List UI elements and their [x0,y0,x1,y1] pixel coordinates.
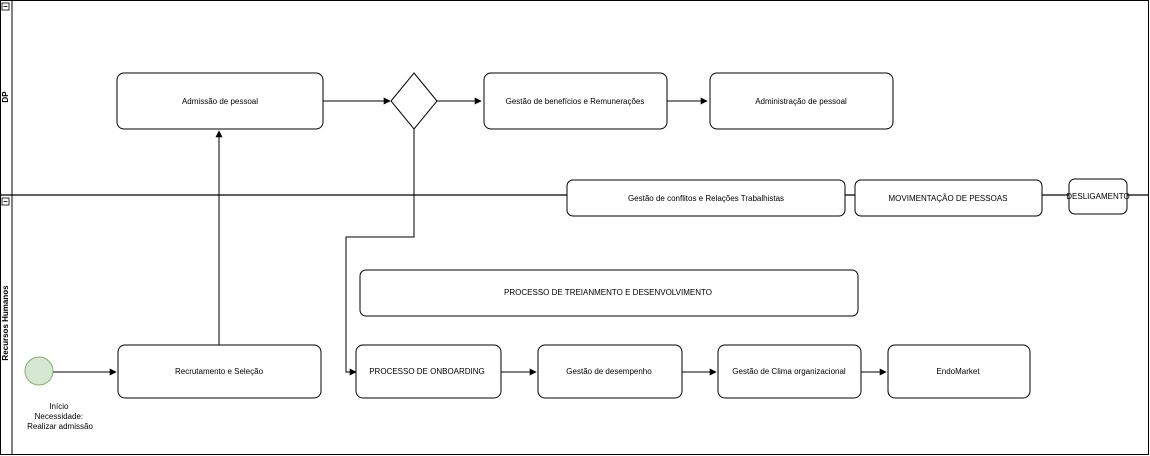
task-admissao-label: Admissão de pessoal [182,97,258,106]
gateway-exclusive[interactable] [390,72,438,130]
task-clima[interactable]: Gestão de Clima organizacional [717,344,862,399]
task-admissao[interactable]: Admissão de pessoal [116,72,324,130]
task-desempenho-label: Gestão de desempenho [566,367,652,376]
connectors [53,97,887,376]
task-clima-label: Gestão de Clima organizacional [732,367,846,376]
start-label-line: Início [49,402,69,411]
edge-gateway-onboarding [345,129,415,376]
task-desligamento-label: DESLIGAMENTO [1066,192,1129,201]
task-administracao-label: Administração de pessoal [755,97,847,106]
task-onboarding[interactable]: PROCESSO DE ONBOARDING [355,344,502,399]
lane-rh-label: Recursos Humanos [1,285,10,361]
task-beneficios-label: Gestão de benefícios e Remunerações [506,97,645,106]
task-movimentacao[interactable]: MOVIMENTAÇÃO DE PESSOAS [854,179,1043,217]
start-event-label: Início Necessidade: Realizar admissão [27,402,93,431]
task-recrutamento[interactable]: Recrutamento e Seleção [117,344,322,399]
task-administracao[interactable]: Administração de pessoal [709,72,894,130]
task-endomarket[interactable]: EndoMarket [887,344,1031,399]
task-conflitos-label: Gestão de conflitos e Relações Trabalhis… [628,194,784,203]
task-desligamento[interactable]: DESLIGAMENTO [1066,178,1130,215]
task-recrutamento-label: Recrutamento e Seleção [175,367,264,376]
start-label-line: Necessidade: [35,412,83,421]
lane-dp-collapse-icon[interactable] [1,2,10,11]
start-label-line: Realizar admissão [27,422,93,431]
task-conflitos[interactable]: Gestão de conflitos e Relações Trabalhis… [566,179,846,217]
start-event-circle[interactable] [24,356,54,386]
lane-rh-collapse-icon[interactable] [1,197,10,206]
lane-dp-label: DP [1,91,10,103]
task-endomarket-label: EndoMarket [936,367,980,376]
task-beneficios[interactable]: Gestão de benefícios e Remunerações [483,72,668,130]
task-onboarding-label: PROCESSO DE ONBOARDING [369,367,485,376]
task-treinamento[interactable]: PROCESSO DE TREIANMENTO E DESENVOLVIMENT… [359,269,859,317]
task-treinamento-label: PROCESSO DE TREIANMENTO E DESENVOLVIMENT… [504,288,712,297]
task-movimentacao-label: MOVIMENTAÇÃO DE PESSOAS [889,194,1008,203]
task-desempenho[interactable]: Gestão de desempenho [537,344,683,399]
start-event[interactable]: Início Necessidade: Realizar admissão [24,356,93,431]
